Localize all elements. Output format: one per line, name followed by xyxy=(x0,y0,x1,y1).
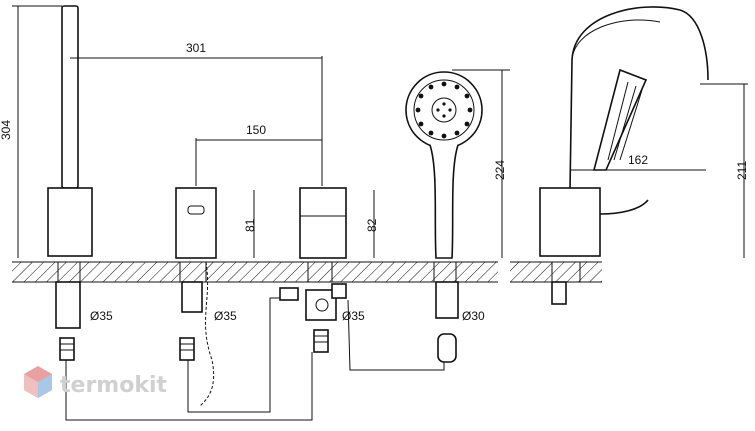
pipe-connections xyxy=(65,297,445,421)
dim-82: 82 xyxy=(365,218,379,232)
dim-304: 304 xyxy=(0,120,13,140)
hexagon-cube-icon xyxy=(24,366,52,398)
dia-35-right-valve: Ø35 xyxy=(342,309,365,323)
dim-162: 162 xyxy=(628,153,648,167)
dim-211: 211 xyxy=(735,161,749,180)
dia-35-left-valve: Ø35 xyxy=(214,309,237,323)
dia-35-spout: Ø35 xyxy=(90,309,113,323)
left-valve xyxy=(175,187,217,407)
dia-30-shower: Ø30 xyxy=(462,309,485,323)
watermark-brand: termokit xyxy=(60,373,167,398)
dim-150: 150 xyxy=(246,123,266,137)
countertop-left xyxy=(12,261,498,283)
right-valve xyxy=(279,187,347,353)
hand-shower xyxy=(405,71,483,363)
dim-224: 224 xyxy=(493,160,507,180)
dim-301: 301 xyxy=(186,41,206,55)
dim-81: 81 xyxy=(243,218,257,232)
spout xyxy=(47,5,93,361)
countertop-right xyxy=(510,261,602,283)
watermark: termokit xyxy=(24,366,167,398)
side-view-faucet xyxy=(539,6,709,305)
dimension-lines xyxy=(12,5,748,258)
